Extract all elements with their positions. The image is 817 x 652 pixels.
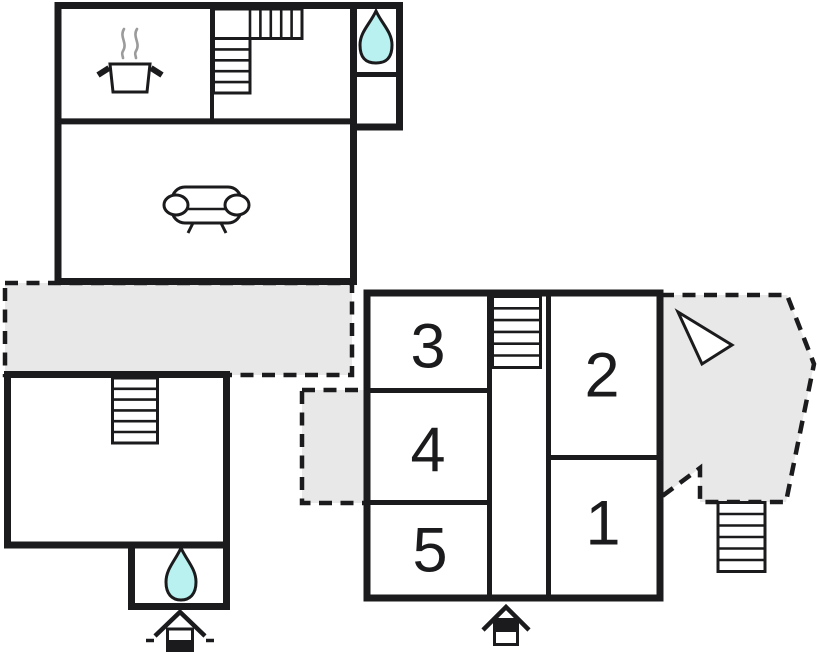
sofa-icon: [162, 185, 251, 234]
water-drop-icon-top: [358, 7, 394, 65]
entrance-house-icon-left: [146, 608, 214, 652]
terrace-left: [2, 280, 355, 378]
stairs-icon-bottom-building: [111, 376, 159, 445]
water-drop-icon-bottom: [164, 544, 198, 602]
building-bottom-left: [4, 371, 230, 610]
room-label-1: 1: [585, 488, 621, 559]
view-arrow-icon: [674, 308, 735, 367]
stairs-icon-top-building: [212, 7, 304, 95]
terrace-middle: [299, 387, 371, 506]
entrance-house-icon-right: [481, 603, 531, 646]
room-label-3: 3: [410, 311, 446, 382]
room-label-4: 4: [410, 415, 446, 486]
building-right: [363, 289, 664, 602]
room-label-5: 5: [412, 515, 448, 586]
building-top-left: [54, 2, 403, 285]
room-label-2: 2: [584, 340, 620, 411]
stairs-icon-exterior: [716, 501, 767, 573]
cooking-pot-icon: [96, 27, 164, 94]
stairs-icon-right-building: [491, 295, 542, 369]
